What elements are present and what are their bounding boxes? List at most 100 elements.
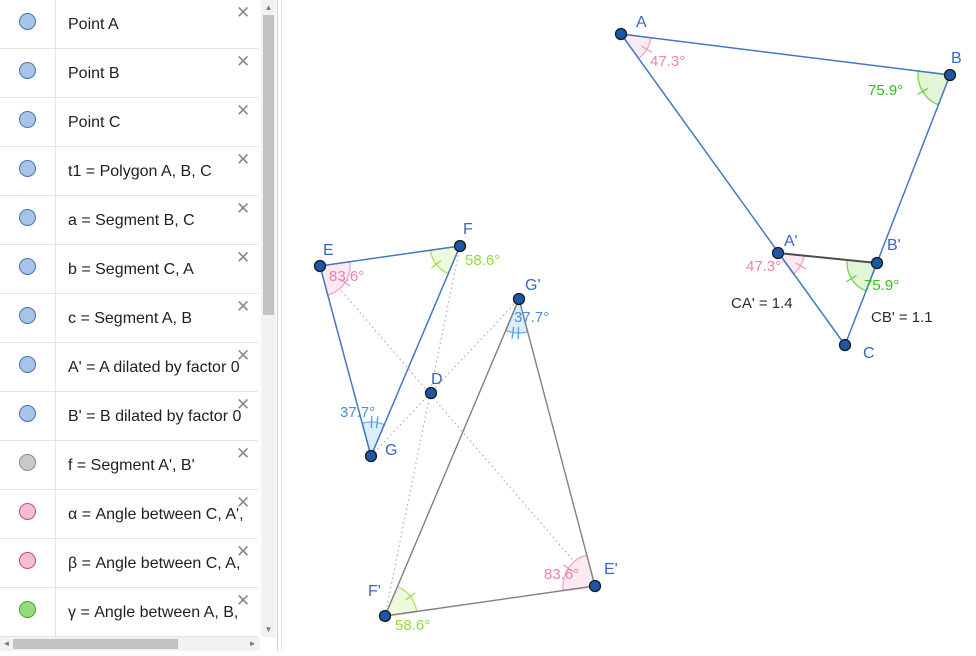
segment-GE[interactable] <box>320 266 371 456</box>
scroll-right-icon[interactable]: ► <box>246 637 259 651</box>
point-label-F: F <box>463 221 473 238</box>
angle-label-G-prime: 37.7° <box>514 309 549 326</box>
vertical-scroll-thumb[interactable] <box>263 15 274 315</box>
object-label: c = Segment A, B <box>68 294 258 342</box>
row-segment-a[interactable]: a = Segment B, C ✕ <box>0 196 258 245</box>
object-color-dot[interactable] <box>19 307 36 324</box>
row-angle-beta[interactable]: β = Angle between C, A, ✕ <box>0 539 258 588</box>
object-color-dot[interactable] <box>19 111 36 128</box>
object-color-dot[interactable] <box>19 356 36 373</box>
object-color-dot[interactable] <box>19 503 36 520</box>
object-color-dot[interactable] <box>19 160 36 177</box>
point-B-prime[interactable] <box>872 258 883 269</box>
vertical-scrollbar[interactable]: ▲ ▼ <box>261 0 276 637</box>
angle-label-F: 58.6° <box>465 252 500 269</box>
close-icon[interactable]: ✕ <box>236 591 250 611</box>
dilation-ray-F-Fprime[interactable] <box>385 246 460 616</box>
close-icon[interactable]: ✕ <box>236 542 250 562</box>
row-dilated-a-prime[interactable]: A' = A dilated by factor 0 ✕ <box>0 343 258 392</box>
close-icon[interactable]: ✕ <box>236 346 250 366</box>
scroll-left-icon[interactable]: ◄ <box>0 637 13 651</box>
scroll-down-icon[interactable]: ▼ <box>261 622 276 637</box>
object-label: b = Segment C, A <box>68 245 258 293</box>
segment-FG[interactable] <box>371 246 460 456</box>
point-E[interactable] <box>315 261 326 272</box>
object-color-dot[interactable] <box>19 62 36 79</box>
point-label-E-prime: E' <box>604 561 618 578</box>
row-angle-alpha[interactable]: α = Angle between C, A', ✕ <box>0 490 258 539</box>
scroll-up-icon[interactable]: ▲ <box>261 0 276 15</box>
close-icon[interactable]: ✕ <box>236 199 250 219</box>
close-icon[interactable]: ✕ <box>236 444 250 464</box>
point-F-prime[interactable] <box>380 611 391 622</box>
point-D[interactable] <box>426 388 437 399</box>
row-angle-gamma[interactable]: γ = Angle between A, B, ✕ <box>0 588 258 637</box>
angle-label-B-prime: 75.9° <box>864 277 899 294</box>
point-F[interactable] <box>455 241 466 252</box>
dilation-ray-E-Eprime[interactable] <box>320 266 595 586</box>
point-C[interactable] <box>840 340 851 351</box>
object-color-dot[interactable] <box>19 552 36 569</box>
point-label-E: E <box>323 242 334 259</box>
close-icon[interactable]: ✕ <box>236 52 250 72</box>
row-segment-c[interactable]: c = Segment A, B ✕ <box>0 294 258 343</box>
point-G[interactable] <box>366 451 377 462</box>
segment-Eprime-Fprime[interactable] <box>385 586 595 616</box>
close-icon[interactable]: ✕ <box>236 150 250 170</box>
object-color-dot[interactable] <box>19 13 36 30</box>
measurement-CA-prime: CA' = 1.4 <box>731 295 793 312</box>
horizontal-scroll-thumb[interactable] <box>13 639 178 649</box>
algebra-panel: Point A ✕ Point B ✕ Point C ✕ t1 = Polyg… <box>0 0 278 651</box>
row-segment-b[interactable]: b = Segment C, A ✕ <box>0 245 258 294</box>
close-icon[interactable]: ✕ <box>236 248 250 268</box>
angle-label-B: 75.9° <box>868 82 903 99</box>
object-color-dot[interactable] <box>19 454 36 471</box>
object-label: Point B <box>68 49 258 97</box>
point-label-B: B <box>951 50 962 67</box>
object-label: Point C <box>68 98 258 146</box>
close-icon[interactable]: ✕ <box>236 101 250 121</box>
object-color-dot[interactable] <box>19 258 36 275</box>
point-B[interactable] <box>945 70 956 81</box>
point-E-prime[interactable] <box>590 581 601 592</box>
point-G-prime[interactable] <box>514 294 525 305</box>
object-color-dot[interactable] <box>19 601 36 618</box>
angle-label-G: 37.7° <box>340 404 375 421</box>
object-label: t1 = Polygon A, B, C <box>68 147 258 195</box>
point-label-C: C <box>863 345 875 362</box>
row-point-c[interactable]: Point C ✕ <box>0 98 258 147</box>
angle-label-F-prime: 58.6° <box>395 617 430 634</box>
point-label-G-prime: G' <box>525 277 541 294</box>
object-color-dot[interactable] <box>19 405 36 422</box>
point-A[interactable] <box>616 29 627 40</box>
point-label-B-prime: B' <box>887 237 901 254</box>
horizontal-scrollbar[interactable]: ◄ ► <box>0 637 260 651</box>
close-icon[interactable]: ✕ <box>236 395 250 415</box>
segment-Fprime-Gprime[interactable] <box>385 299 519 616</box>
row-point-a[interactable]: Point A ✕ <box>0 0 258 49</box>
dilation-ray-G-Gprime[interactable] <box>371 299 519 456</box>
row-segment-f[interactable]: f = Segment A', B' ✕ <box>0 441 258 490</box>
segment-BC[interactable] <box>845 75 950 345</box>
close-icon[interactable]: ✕ <box>236 297 250 317</box>
object-label: β = Angle between C, A, <box>68 539 258 587</box>
object-label: α = Angle between C, A', <box>68 490 258 538</box>
object-label: Point A <box>68 0 258 48</box>
graphics-view[interactable]: A B C A' B' E F G D G' E' F' 47.3° 75.9°… <box>282 0 976 651</box>
row-dilated-b-prime[interactable]: B' = B dilated by factor 0 ✕ <box>0 392 258 441</box>
point-label-D: D <box>431 371 443 388</box>
point-label-A-prime: A' <box>784 233 798 250</box>
object-label: A' = A dilated by factor 0 <box>68 343 258 391</box>
row-point-b[interactable]: Point B ✕ <box>0 49 258 98</box>
point-label-A: A <box>636 14 647 31</box>
object-label: a = Segment B, C <box>68 196 258 244</box>
angle-label-A-prime: 47.3° <box>746 258 781 275</box>
object-color-dot[interactable] <box>19 209 36 226</box>
close-icon[interactable]: ✕ <box>236 493 250 513</box>
segment-Gprime-Eprime[interactable] <box>519 299 595 586</box>
point-A-prime[interactable] <box>773 248 784 259</box>
angle-label-A: 47.3° <box>650 53 685 70</box>
close-icon[interactable]: ✕ <box>236 3 250 23</box>
object-label: γ = Angle between A, B, <box>68 588 258 636</box>
row-polygon-t1[interactable]: t1 = Polygon A, B, C ✕ <box>0 147 258 196</box>
